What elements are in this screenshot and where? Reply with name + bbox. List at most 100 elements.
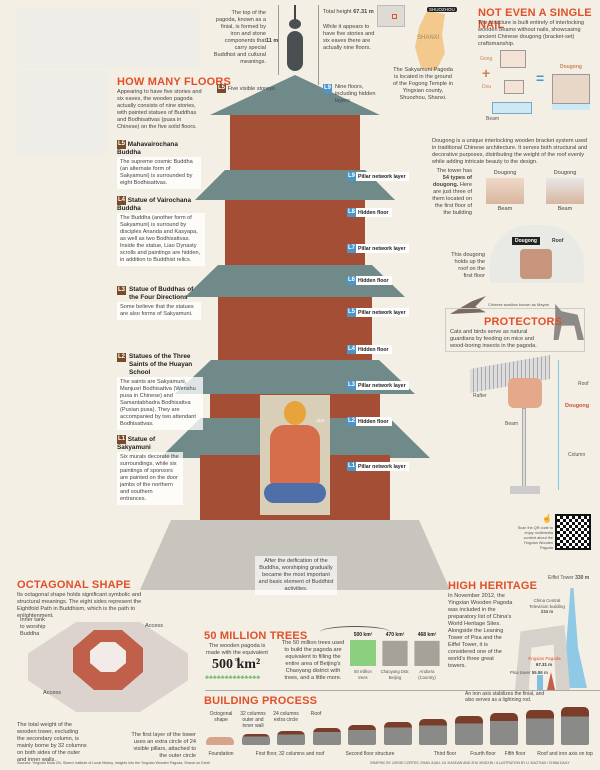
tree-icon: ♣: [244, 675, 249, 681]
location-map: SHUOZHOU SHANXI: [375, 3, 470, 98]
nail-intro: The structure is built entirely of inter…: [478, 20, 585, 47]
nail-title: NOT EVEN A SINGLE NAIL: [478, 7, 592, 31]
category-label: Andorra: [420, 669, 436, 674]
pagoda-name: Yingxian Pagoda: [527, 656, 561, 661]
how-many-floors-intro: Appearing to have five stories and six e…: [117, 89, 202, 130]
section-divider-1: [205, 690, 600, 691]
floor-text: The saints are Sakyamuni, Manjusri Bodhi…: [117, 377, 203, 430]
floor-card-l1: L1 Statue of Sakyamuni Six murals decora…: [117, 435, 183, 506]
category-label: trees: [358, 675, 367, 680]
layer-label: Hidden floor: [358, 346, 389, 353]
tree-icon: ♣: [228, 675, 233, 681]
legend-five-visible: L5 Five visible storeys: [217, 84, 275, 93]
pagoda-shape: [547, 672, 555, 690]
dougong-type-2: Dougong Beam: [540, 170, 590, 214]
total-height: Total height 67.31 m: [323, 9, 374, 16]
tree-icon: ♣: [236, 675, 241, 681]
beam-block: [492, 102, 532, 114]
first-layer-note: The first layer of the tower uses an ext…: [131, 732, 196, 759]
building-title: BUILDING PROCESS: [204, 695, 318, 707]
tree-icon: ♣: [252, 675, 257, 681]
area-square: [350, 640, 376, 666]
types-bold: 54 types of dougong.: [432, 175, 472, 188]
group-fourth-floor: Fourth floor: [470, 751, 496, 757]
dougong-holds-note: This dougong holds up the roof on the fi…: [451, 252, 485, 279]
dougong-type-1: Dougong Beam: [480, 170, 530, 214]
cctv-height: 234 m: [540, 609, 554, 614]
beam-structure-label: Beam: [505, 421, 519, 427]
dougong-block: [552, 74, 590, 104]
group-roof-iron-axis: Roof and iron axis on top: [537, 751, 593, 757]
category-label: Beijing: [389, 675, 402, 680]
floor-title: Statue of Vairochana Buddha: [117, 197, 192, 213]
roof-dougong-label: Dougong: [512, 237, 540, 245]
eiffel-label: Eiffel Tower 330 m: [548, 575, 589, 581]
pisa-height: 55.86 m: [531, 670, 548, 675]
tree-icon: ♣: [248, 675, 253, 681]
blank-panel-top: [17, 8, 200, 68]
tree-icon: ♣: [232, 675, 237, 681]
plus-sign: +: [482, 65, 491, 81]
build-step-illustration: [241, 734, 270, 745]
pagoda-height: 67.31 m: [535, 661, 553, 667]
worship-note: After the deification of the Buddha, wor…: [255, 556, 337, 595]
access-label-bottom: Access: [43, 690, 62, 696]
step-label-roof: Roof: [310, 711, 322, 717]
pisa-label: Pisa tower 55.86 m: [510, 670, 548, 675]
area-square: [414, 640, 440, 666]
swallow-caption: Chinese swallow known as Mayan: [488, 302, 549, 307]
trees-note: The 50 million trees used to build the p…: [281, 640, 345, 681]
floor-code: L2: [117, 353, 126, 362]
blank-panel-left: [17, 70, 107, 155]
legend-nine-floors: L9 Nine floors, including hidden layers: [323, 84, 383, 105]
protectors-box: [445, 308, 585, 352]
step-label-32-columns: 32 columns outer and inner wall: [240, 711, 266, 729]
hand-pointer-icon: ☝: [542, 514, 552, 523]
build-step-illustration: [383, 722, 412, 745]
floor-code: L1: [117, 435, 127, 444]
layer-label: Hidden floor: [358, 209, 389, 216]
map-province-label: SHANXI: [417, 35, 440, 41]
trees-title: 50 MILLION TREES: [204, 630, 308, 642]
group-fifth-floor: Fifth floor: [504, 751, 526, 757]
floor-text: Some believe that the statues are also f…: [117, 302, 201, 320]
group-first-floor: First floor, 32 columns and roof: [255, 751, 325, 757]
eiffel-name: Eiffel Tower: [548, 575, 574, 581]
gong-label: Gong: [480, 56, 493, 62]
floor-code: L4: [117, 196, 127, 205]
build-step-illustration: [419, 719, 447, 745]
build-step-illustration: [277, 731, 305, 745]
dougong-assembly-diagram: Gong + Dou Beam = Dougong: [478, 48, 598, 124]
bar-value-label: 468 km²: [418, 632, 437, 638]
group-third-floor: Third floor: [433, 751, 457, 757]
category-label: 50 million: [354, 669, 372, 674]
protectors-text: Cats and birds serve as natural guardian…: [450, 329, 537, 349]
layer-label: Pillar network layer: [358, 382, 406, 389]
layer-code: L4: [347, 345, 357, 354]
tree-icon: ♣: [220, 675, 225, 681]
cctv-name: China Central Television building: [529, 598, 565, 609]
layer-label: Pillar network layer: [358, 309, 406, 316]
qr-code[interactable]: [555, 514, 591, 550]
types-prefix: The tower has: [436, 168, 472, 174]
equals-sign: =: [536, 70, 545, 86]
dougong-structure-label: Dougong: [565, 403, 590, 409]
roof-structure-label: Roof: [578, 381, 589, 387]
build-step-illustration: [490, 713, 518, 745]
tree-icon: ♣: [208, 675, 213, 681]
floor-3: [218, 297, 372, 367]
dougong-description: Dougong is a unique interlocking wooden …: [432, 138, 588, 165]
bar-value-label: 500 km²: [354, 632, 373, 638]
qr-caption: Scan the QR code to enjoy multimedia con…: [517, 526, 553, 550]
tree-icon: ♣: [212, 675, 217, 681]
roof-label: Roof: [552, 238, 564, 244]
column-structure-label: Column: [568, 452, 586, 458]
group-foundation: Foundation: [208, 751, 234, 757]
octagonal-title: OCTAGONAL SHAPE: [17, 579, 131, 591]
map-caption: The Sakyamuni Pagoda is located in the g…: [393, 67, 453, 101]
layer-code: L9: [347, 172, 357, 181]
